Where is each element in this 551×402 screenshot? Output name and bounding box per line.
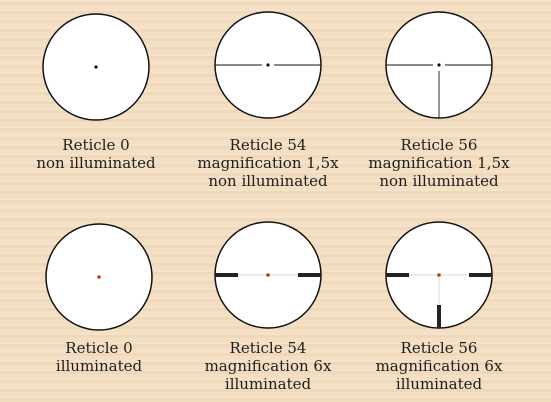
reticle-0-illuminated-caption: Reticle 0 illuminated bbox=[14, 339, 184, 375]
caption-line: magnification 1,5x bbox=[368, 154, 510, 172]
reticle-56-illuminated-caption: Reticle 56 magnification 6x illuminated bbox=[354, 339, 524, 393]
caption-line: magnification 6x bbox=[375, 357, 503, 375]
reticle-54-illuminated-crosshair-icon bbox=[214, 221, 322, 329]
reticle-54-illuminated-caption: Reticle 54 magnification 6x illuminated bbox=[183, 339, 353, 393]
caption-line: magnification 6x bbox=[204, 357, 332, 375]
reticle-54-crosshair-icon bbox=[214, 11, 322, 119]
caption-line: Reticle 54 bbox=[229, 136, 307, 154]
caption-line: Reticle 56 bbox=[400, 136, 478, 154]
caption-line: illuminated bbox=[224, 375, 312, 393]
reticle-0-illuminated-dot-icon bbox=[45, 223, 153, 331]
caption-line: non illuminated bbox=[36, 154, 156, 172]
caption-line: illuminated bbox=[395, 375, 483, 393]
caption-line: non illuminated bbox=[379, 172, 499, 190]
caption-line: Reticle 0 bbox=[62, 136, 130, 154]
reticle-56-illuminated-crosshair-icon bbox=[385, 221, 493, 329]
caption-line: illuminated bbox=[55, 357, 143, 375]
reticle-0-dot-icon bbox=[42, 13, 150, 121]
caption-line: Reticle 54 bbox=[229, 339, 307, 357]
reticle-0-non-illuminated-caption: Reticle 0 non illuminated bbox=[11, 136, 181, 172]
caption-line: Reticle 0 bbox=[65, 339, 133, 357]
caption-line: Reticle 56 bbox=[400, 339, 478, 357]
reticle-56-crosshair-icon bbox=[385, 11, 493, 119]
reticle-56-non-illuminated-caption: Reticle 56 magnification 1,5x non illumi… bbox=[354, 136, 524, 190]
reticle-54-non-illuminated-caption: Reticle 54 magnification 1,5x non illumi… bbox=[183, 136, 353, 190]
caption-line: magnification 1,5x bbox=[197, 154, 339, 172]
caption-line: non illuminated bbox=[208, 172, 328, 190]
